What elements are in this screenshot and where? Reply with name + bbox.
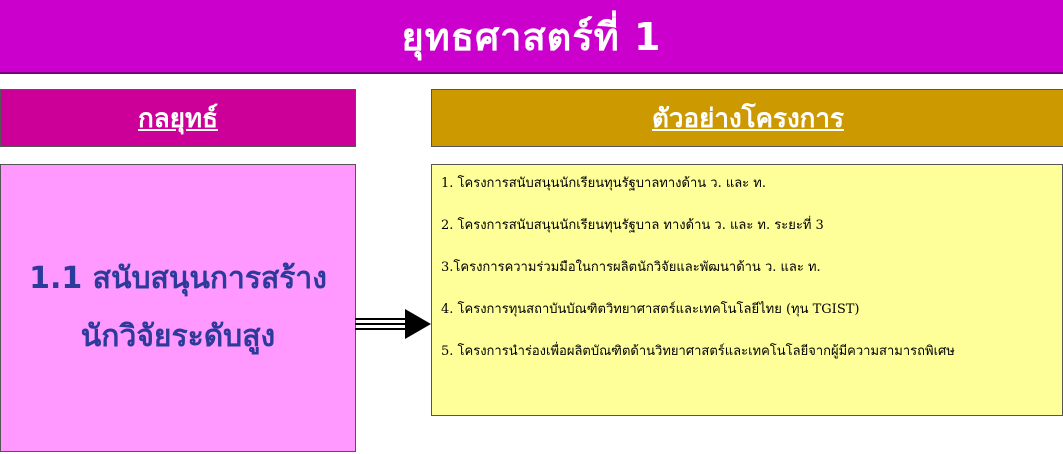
strategy-header: กลยุทธ์ [0, 89, 356, 147]
projects-header-label: ตัวอย่างโครงการ [652, 103, 844, 134]
project-item-5: 5. โครงการนำร่องเพื่อผลิตบัณฑิตด้านวิทยา… [441, 344, 955, 359]
page-title: ยุทธศาสตร์ที่ 1 [401, 14, 662, 59]
strategy-text: 1.1 สนับสนุนการสร้าง นักวิจัยระดับสูง [29, 250, 327, 366]
strategy-box: 1.1 สนับสนุนการสร้าง นักวิจัยระดับสูง [0, 164, 356, 452]
project-item-4: 4. โครงการทุนสถาบันบัณฑิตวิทยาศาสตร์และเ… [441, 302, 860, 317]
project-item-1: 1. โครงการสนับสนุนนักเรียนทุนรัฐบาลทางด้… [441, 176, 766, 191]
arrow-icon [355, 309, 431, 339]
project-item-2: 2. โครงการสนับสนุนนักเรียนทุนรัฐบาล ทางด… [441, 218, 824, 233]
projects-box: 1. โครงการสนับสนุนนักเรียนทุนรัฐบาลทางด้… [431, 164, 1063, 416]
strategy-header-label: กลยุทธ์ [138, 103, 218, 134]
project-item-3: 3.โครงการความร่วมมือในการผลิตนักวิจัยและ… [441, 260, 821, 275]
projects-header: ตัวอย่างโครงการ [431, 89, 1063, 147]
strategy-line-2: นักวิจัยระดับสูง [80, 319, 276, 354]
title-bar: ยุทธศาสตร์ที่ 1 [0, 0, 1063, 72]
strategy-line-1: 1.1 สนับสนุนการสร้าง [29, 261, 327, 296]
title-divider [0, 72, 1063, 74]
